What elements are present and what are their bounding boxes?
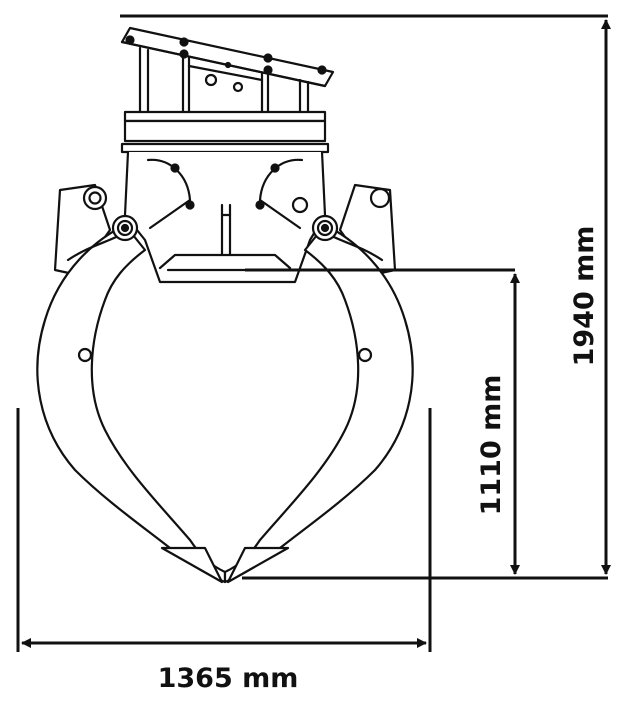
grapple-body — [123, 150, 327, 284]
grab-height-label: 1110 mm — [476, 375, 507, 516]
rotator — [120, 110, 330, 154]
mounting-bracket — [120, 26, 335, 114]
grapple-illustration — [36, 26, 414, 584]
dimension-lines — [16, 14, 611, 652]
left-jaw — [36, 214, 227, 584]
total-height-label: 1940 mm — [569, 226, 600, 367]
open-width-label: 1365 mm — [158, 663, 299, 694]
right-jaw — [223, 214, 414, 584]
hydraulic-cylinders — [53, 183, 397, 277]
